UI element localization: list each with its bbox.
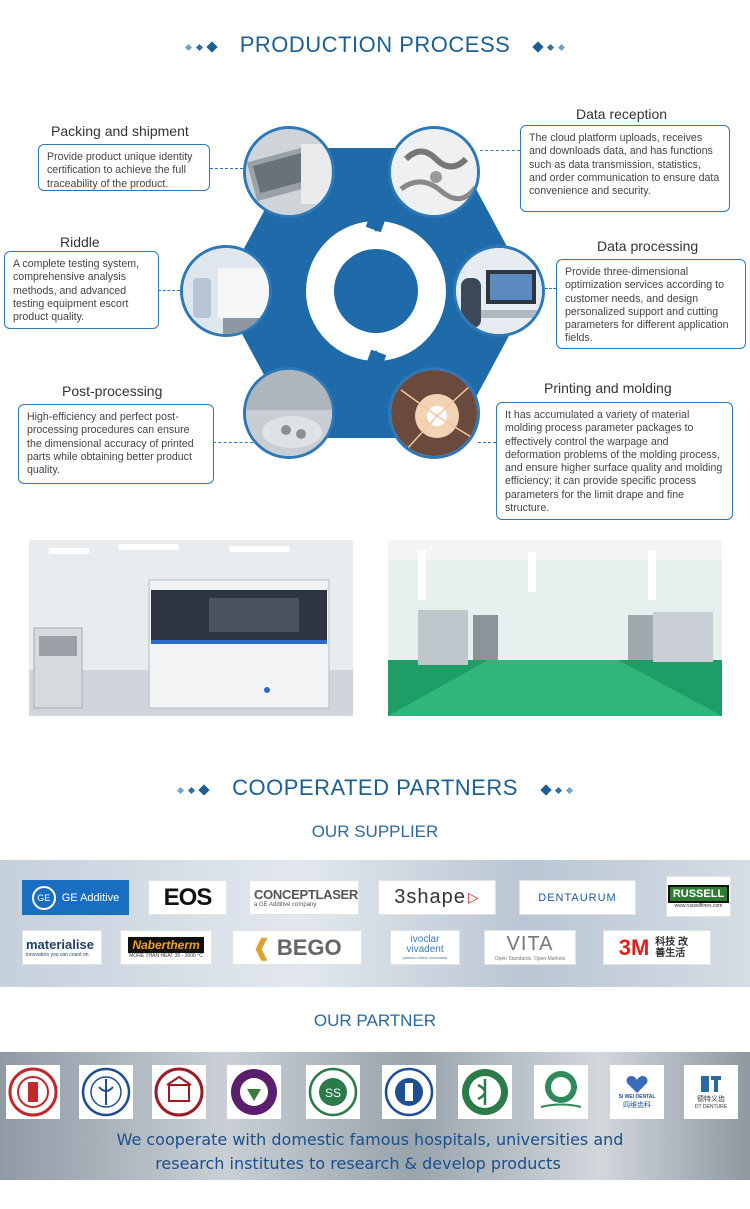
- svg-text:SS: SS: [325, 1086, 341, 1100]
- logo-russell-sub: www.russellfinex.com: [674, 902, 723, 909]
- step-box-printing: It has accumulated a variety of material…: [496, 402, 733, 520]
- data-processing-photo: [453, 245, 545, 337]
- connector-riddle: [158, 290, 180, 291]
- heart-icon: [626, 1076, 648, 1093]
- step-title-riddle: Riddle: [60, 234, 100, 250]
- logo-vita-sub: Open Standards. Open Markets: [494, 956, 566, 962]
- partner-logo-7: [458, 1065, 512, 1119]
- logo-conceptlaser-label: CONCEPTLASER: [254, 887, 359, 902]
- partners-title-row: COOPERATED PARTNERS: [0, 775, 750, 802]
- partner-logo-6: [382, 1065, 436, 1119]
- logo-nabertherm: Nabertherm MORE THAN HEAT 30 - 3000 °C: [120, 930, 212, 965]
- logo-ivoclar-label: ivoclar vivadent: [406, 934, 444, 955]
- logo-conceptlaser-sub: a GE Additive company: [254, 902, 317, 908]
- connector-printing: [478, 442, 496, 443]
- connector-processing: [545, 288, 556, 289]
- logo-dentaurum-label: DENTAURUM: [538, 891, 617, 904]
- logo-vita: VITA Open Standards. Open Markets: [484, 930, 576, 965]
- partner-siwei-label: SI WEI DENTAL: [618, 1094, 656, 1100]
- step-title-printing: Printing and molding: [544, 380, 672, 396]
- supplier-heading: OUR SUPPLIER: [311, 822, 439, 841]
- logo-bego-label: BEGO: [276, 934, 342, 960]
- printing-photo: [388, 367, 480, 459]
- logo-3m-sub: 科技 改善生活: [655, 936, 689, 959]
- logo-vita-label: VITA: [506, 933, 554, 955]
- step-box-packing: Provide product unique identity certific…: [38, 144, 210, 191]
- logo-3m-label: 3M: [618, 934, 650, 960]
- dt-emblem-icon: [701, 1076, 721, 1092]
- step-title-post: Post-processing: [62, 383, 163, 399]
- production-process-title-row: PRODUCTION PROCESS: [0, 32, 750, 59]
- step-box-processing: Provide three-dimensional optimization s…: [556, 259, 746, 349]
- process-hexagon: [220, 148, 532, 438]
- partner-statement-line2: research institutes to research & develo…: [155, 1154, 561, 1173]
- production-process-title: PRODUCTION PROCESS: [239, 32, 511, 57]
- partners-title: COOPERATED PARTNERS: [232, 775, 518, 800]
- factory-photo-printer: [29, 540, 353, 716]
- riddle-photo: [180, 245, 272, 337]
- logo-conceptlaser: CONCEPTLASER a GE Additive company: [249, 880, 359, 915]
- logo-materialise: materialise innovators you can count on: [22, 930, 102, 965]
- partner-statement-line1: We cooperate with domestic famous hospit…: [116, 1130, 624, 1149]
- logo-materialise-sub: innovators you can count on: [26, 952, 89, 958]
- logo-russell-label: RUSSELL: [667, 884, 730, 903]
- partner-logo-5: SS: [306, 1065, 360, 1119]
- logo-eos-label: EOS: [163, 883, 213, 911]
- step-box-reception: The cloud platform uploads, receives and…: [520, 125, 730, 212]
- logo-bego: ❰ BEGO: [232, 930, 362, 965]
- logo-nabertherm-label: Nabertherm: [128, 936, 204, 953]
- logo-3shape-label: 3shape: [394, 886, 466, 908]
- step-box-riddle: A complete testing system, comprehensive…: [4, 251, 159, 329]
- logo-materialise-label: materialise: [26, 937, 94, 952]
- step-title-processing: Data processing: [597, 238, 699, 254]
- logo-ivoclar-sub: passion vision innovation: [402, 955, 448, 960]
- connector-packing: [210, 168, 243, 169]
- connector-post: [213, 442, 253, 443]
- bego-emblem-icon: ❰: [252, 934, 271, 960]
- diamond-decoration-right-icon: [539, 776, 575, 802]
- data-reception-photo: [388, 126, 480, 218]
- diamond-decoration-right-icon: [531, 33, 567, 59]
- partner-logo-dt: 德特义齿 DT DENTURE: [684, 1065, 738, 1119]
- partner-logo-siwei: SI WEI DENTAL 四维齿科: [610, 1065, 664, 1119]
- logo-ge-additive: GE GE Additive: [22, 880, 129, 915]
- partner-band: SS SI WEI DENTAL 四维齿科 德特义齿 DT DENTURE We…: [0, 1052, 750, 1180]
- step-title-reception: Data reception: [576, 106, 668, 122]
- partner-logo-3: [152, 1065, 206, 1119]
- step-box-post: High-efficiency and perfect post-process…: [18, 404, 214, 484]
- diamond-decoration-left-icon: [183, 33, 219, 59]
- packing-photo: [243, 126, 335, 218]
- partner-siwei-cn: 四维齿科: [623, 1102, 651, 1109]
- partner-logo-4: [227, 1065, 281, 1119]
- logo-dentaurum: DENTAURUM: [519, 880, 636, 915]
- logo-ivoclar: ivoclar vivadent passion vision innovati…: [390, 930, 460, 965]
- logo-eos: EOS: [148, 880, 227, 915]
- step-title-packing: Packing and shipment: [51, 123, 189, 139]
- partner-dt-label: DT DENTURE: [694, 1104, 728, 1110]
- logo-ge-label: GE Additive: [61, 891, 120, 904]
- partner-logo-8: [534, 1065, 588, 1119]
- logo-3m: 3M 科技 改善生活: [603, 930, 711, 965]
- factory-photo-workshop: [388, 540, 722, 716]
- supplier-band: GE GE Additive EOS CONCEPTLASER a GE Add…: [0, 860, 750, 987]
- logo-russell: RUSSELL www.russellfinex.com: [666, 876, 731, 917]
- connector-reception: [480, 150, 520, 151]
- post-processing-photo: [243, 367, 335, 459]
- ge-emblem-icon: GE: [31, 885, 56, 910]
- partner-logo-2: [79, 1065, 133, 1119]
- logo-nabertherm-sub: MORE THAN HEAT 30 - 3000 °C: [129, 952, 203, 959]
- 3shape-triangle-icon: ▷: [467, 889, 480, 905]
- logo-3shape: 3shape ▷: [378, 880, 496, 915]
- diamond-decoration-left-icon: [175, 776, 211, 802]
- partner-heading: OUR PARTNER: [313, 1011, 437, 1030]
- partner-logo-1: [6, 1065, 60, 1119]
- partner-dt-cn: 德特义齿: [697, 1096, 725, 1103]
